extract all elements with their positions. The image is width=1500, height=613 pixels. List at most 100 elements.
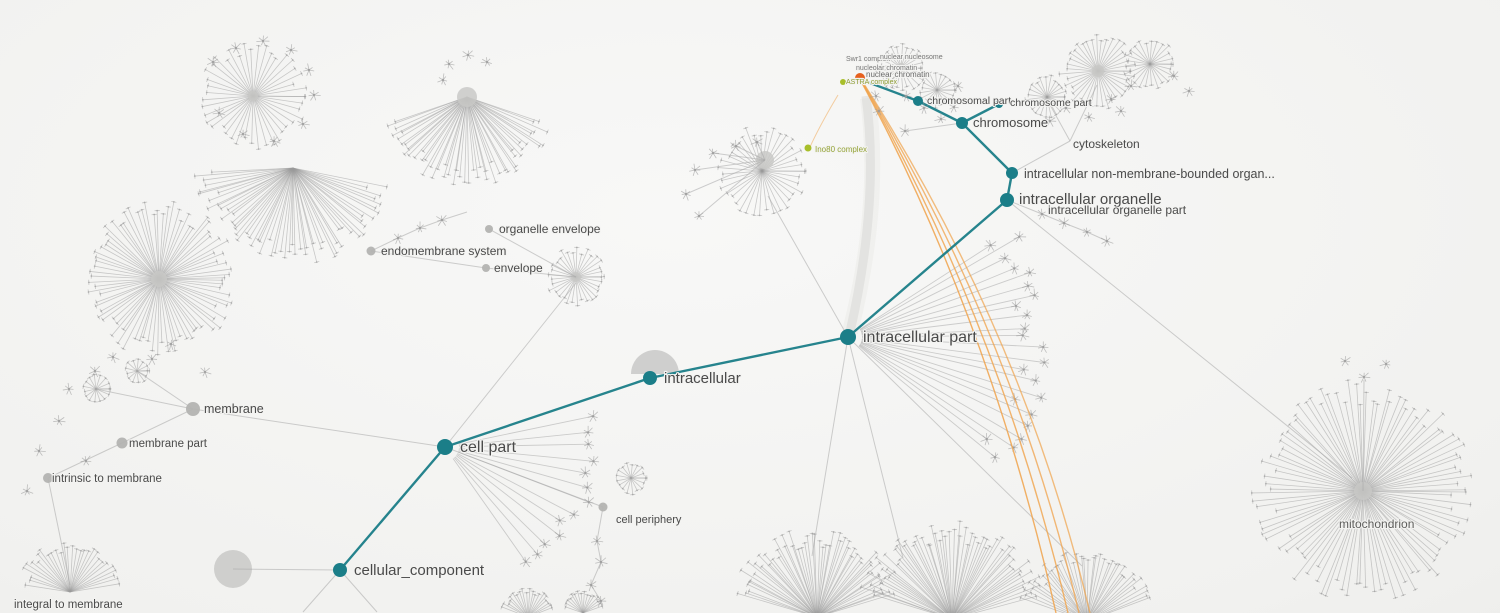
gray-node[interactable]: [116, 437, 128, 449]
go-node-chromosome-part[interactable]: [995, 100, 1003, 108]
label-nucleolar-chromatin[interactable]: nucleolar chromatin: [855, 64, 918, 73]
fan-tip-dot: [1470, 474, 1473, 477]
fan-tip-dot: [860, 557, 863, 560]
fan-line: [252, 45, 268, 97]
label-nuclear-nucleosome[interactable]: nuclear nucleosome: [879, 53, 944, 62]
label-chromosome-part[interactable]: chromosome part: [1009, 96, 1093, 110]
fan-line: [158, 278, 181, 337]
fan-line: [136, 365, 148, 372]
gray-node[interactable]: [598, 502, 608, 512]
fan-tip-dot: [813, 533, 816, 536]
label-intracellular-organelle-part[interactable]: intracellular organelle part: [1047, 202, 1188, 218]
label-organelle-envelope[interactable]: organelle envelope: [498, 221, 602, 237]
gray-node[interactable]: [482, 264, 490, 272]
fan-tip-dot: [391, 134, 394, 137]
go-node-nuclear-chromatin[interactable]: [855, 73, 865, 83]
fan-line: [570, 598, 584, 613]
label-intracellular-organelle[interactable]: intracellular organelle: [1018, 190, 1163, 209]
go-node-ino80-complex[interactable]: [804, 144, 812, 152]
gray-node[interactable]: [485, 225, 493, 233]
fan-line: [158, 278, 216, 307]
fan-line: [1316, 490, 1364, 582]
label-astra-complex[interactable]: ASTRA complex: [845, 78, 899, 87]
fan-tip-dot: [1060, 86, 1063, 89]
label-intracellular-non-membrane-bounded-organ[interactable]: intracellular non-membrane-bounded organ…: [1023, 166, 1276, 182]
label-membrane[interactable]: membrane: [203, 401, 265, 417]
fan-line: [69, 565, 114, 593]
fan-tip-dot: [798, 175, 800, 178]
label-intracellular[interactable]: intracellular: [663, 369, 742, 388]
fan-tip-dot: [508, 603, 510, 605]
fan-line: [93, 374, 97, 390]
fan-tip-dot: [1172, 63, 1174, 66]
label-nuclear-chromatin[interactable]: nuclear chromatin: [865, 69, 931, 80]
child-node-burst: [1014, 304, 1018, 308]
go-node-astra-complex[interactable]: [840, 79, 846, 85]
fan-line: [739, 170, 763, 211]
fan-line: [83, 386, 97, 390]
gray-node[interactable]: [366, 246, 376, 256]
fan-tip-dot: [188, 213, 190, 215]
fan-tip-dot: [1388, 389, 1391, 392]
go-node-chromosome[interactable]: [956, 117, 968, 129]
fan-tip-dot: [912, 544, 915, 547]
fan-tip-dot: [753, 572, 756, 575]
fan-line: [1039, 77, 1048, 98]
mini-node-burst: [272, 139, 276, 143]
fan-line: [735, 170, 763, 204]
go-node-intracellular[interactable]: [643, 371, 657, 385]
fan-line: [252, 54, 288, 97]
go-node-chromosomal-part[interactable]: [913, 96, 923, 106]
fan-tip-dot: [860, 586, 862, 588]
fan-tip-dot: [294, 253, 296, 256]
label-swr1-complex[interactable]: Swr1 complex: [845, 55, 892, 64]
fan-line: [549, 276, 577, 291]
fan-line: [466, 96, 532, 134]
fan-line: [1138, 41, 1151, 65]
label-intracellular-part[interactable]: intracellular part: [862, 328, 979, 347]
fan-tip-dot: [1012, 568, 1015, 570]
fan-tip-dot: [886, 50, 889, 53]
go-node-intracellular-part[interactable]: [840, 329, 856, 345]
label-cytoskeleton[interactable]: cytoskeleton: [1072, 136, 1141, 152]
label-intrinsic-to-membrane[interactable]: intrinsic to membrane: [51, 472, 163, 486]
go-node-cell-part[interactable]: [437, 439, 453, 455]
label-endomembrane-system[interactable]: endomembrane system: [380, 243, 508, 259]
fan-line: [47, 554, 71, 593]
label-cell-periphery[interactable]: cell periphery: [615, 513, 683, 527]
mini-node-burst: [1362, 375, 1366, 379]
label-cellular-component[interactable]: cellular_component: [353, 561, 486, 580]
fan-line: [1097, 70, 1135, 77]
fan-line: [1130, 50, 1151, 65]
go-node-cellular-component[interactable]: [333, 563, 347, 577]
fan-tip-dot: [373, 197, 376, 200]
gray-node[interactable]: [186, 402, 200, 416]
fan-tip-dot: [772, 127, 775, 130]
label-envelope[interactable]: envelope: [493, 260, 544, 276]
go-node-intracellular-organelle[interactable]: [1000, 193, 1014, 207]
label-integral-to-membrane[interactable]: integral to membrane: [13, 598, 124, 612]
label-chromosome[interactable]: chromosome: [972, 114, 1049, 131]
go-node-intracellular-non-membrane-bounded-organelle[interactable]: [1006, 167, 1018, 179]
fan-line: [69, 575, 115, 593]
label-mitochondrion[interactable]: mitochondrion: [1338, 516, 1416, 532]
fan-line: [127, 207, 160, 280]
label-chromosomal-part[interactable]: chromosomal part: [926, 94, 1012, 108]
gray-node[interactable]: [43, 473, 53, 483]
fan-line: [94, 265, 160, 280]
fan-tip-dot: [299, 248, 302, 250]
label-ino80-complex[interactable]: Ino80 complex: [814, 144, 868, 155]
fan-tip-dot: [930, 525, 933, 527]
fan-line: [817, 532, 841, 613]
fan-line: [151, 278, 160, 351]
label-membrane-part[interactable]: membrane part: [128, 437, 209, 451]
fan-line: [920, 89, 938, 94]
label-cell-part[interactable]: cell part: [459, 438, 518, 457]
fan-tip-dot: [886, 568, 888, 571]
fan-line: [1134, 46, 1151, 65]
fan-line: [257, 167, 294, 240]
fan-line: [292, 167, 302, 249]
fan-line: [139, 278, 160, 341]
fan-line: [904, 541, 949, 613]
